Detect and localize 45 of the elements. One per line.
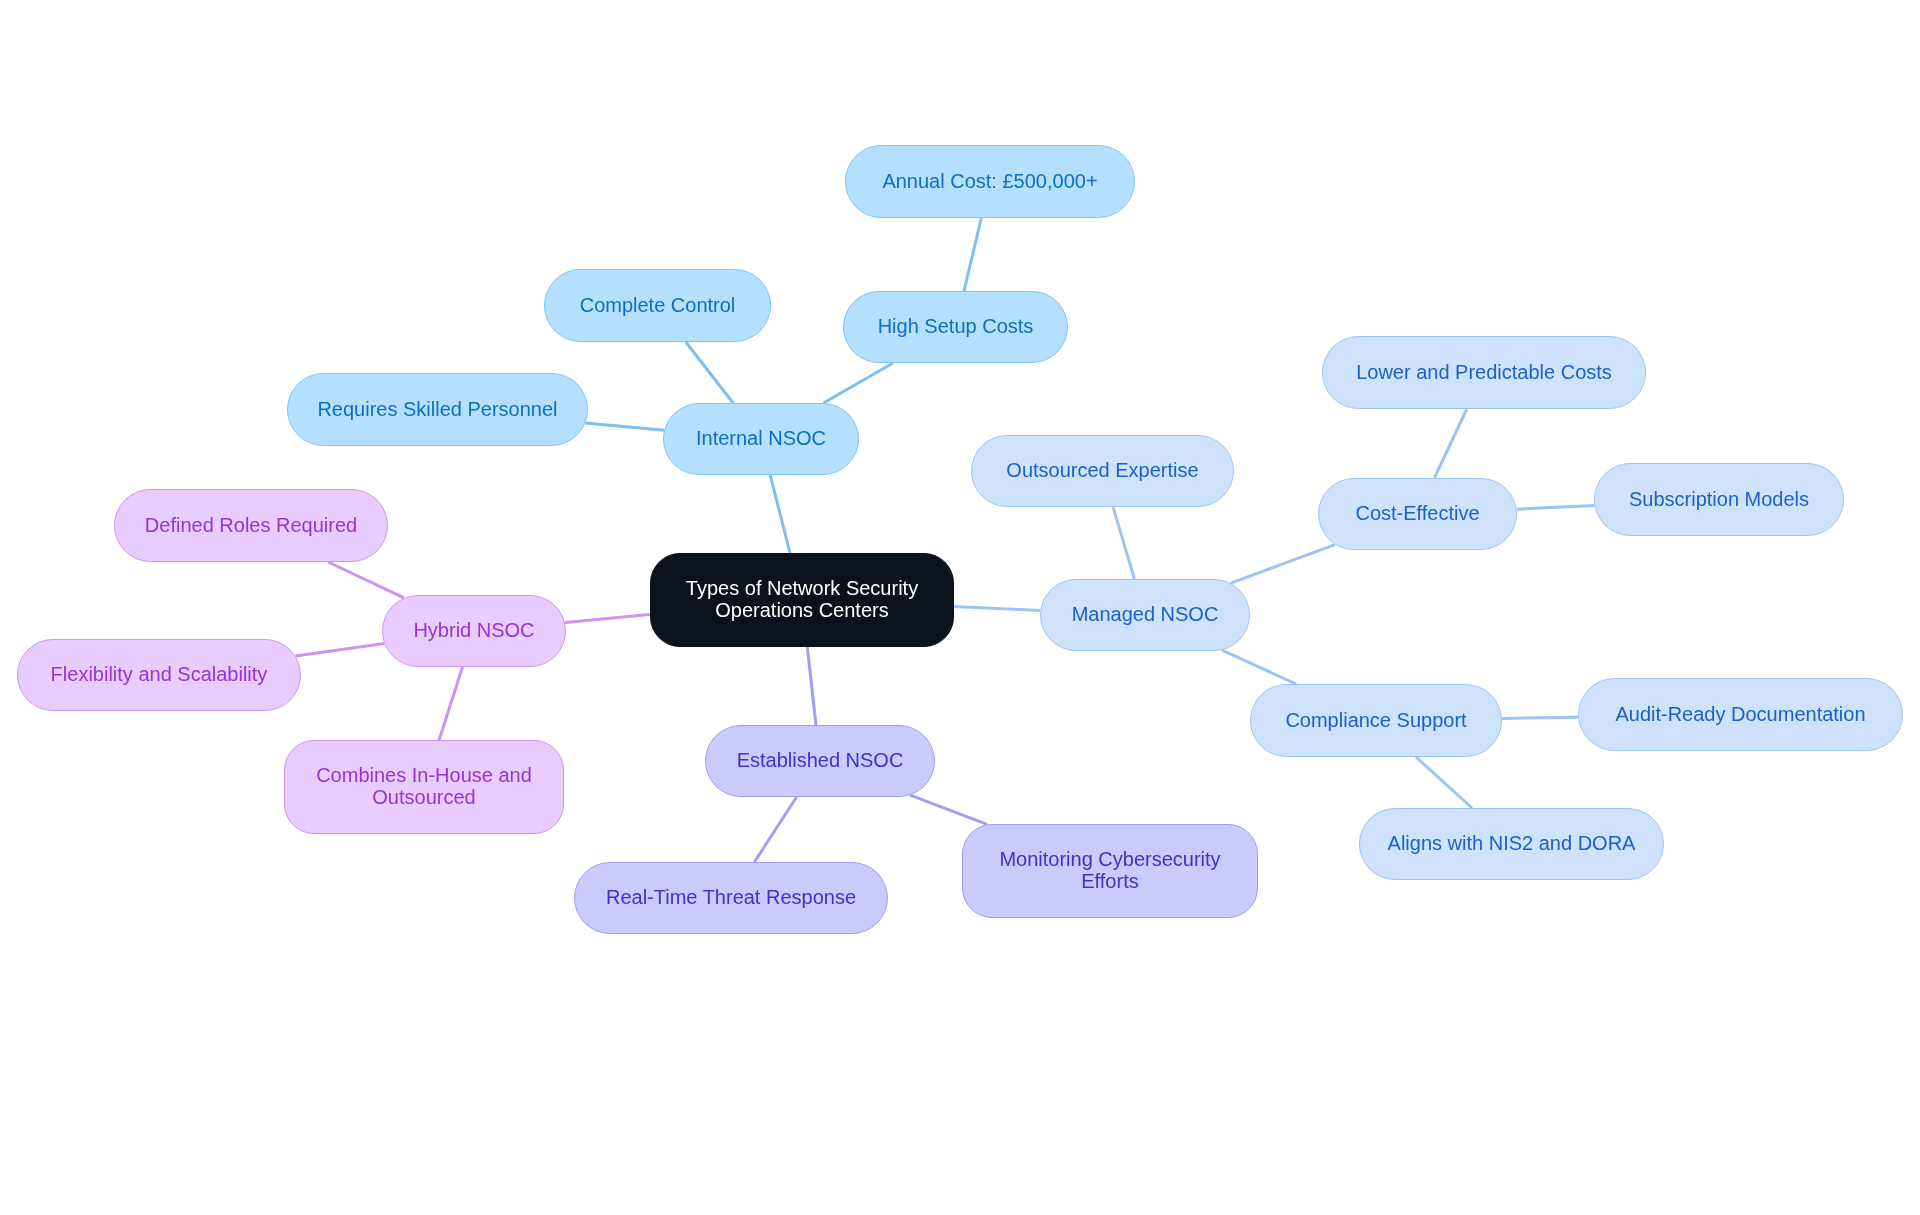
node-label: Outsourced Expertise	[1006, 460, 1199, 482]
connector-line	[1433, 408, 1469, 479]
central-topic	[650, 553, 954, 647]
connector-line	[753, 796, 798, 863]
node-label: High Setup Costs	[877, 316, 1034, 338]
connector-line	[437, 666, 464, 741]
connector-line	[564, 612, 651, 624]
connector-line	[585, 421, 665, 432]
node-label: Types of Network Security Operations Centers	[684, 578, 920, 622]
node-label: Cost-Effective	[1355, 503, 1480, 525]
node-label: Compliance Support	[1285, 709, 1467, 732]
connector-line	[327, 560, 405, 600]
node-label: Established NSOC	[736, 750, 904, 772]
connector-line	[909, 793, 988, 826]
node-label: Managed NSOC	[1071, 604, 1219, 626]
connector-line	[295, 642, 385, 658]
connector-line	[1501, 715, 1579, 720]
connector-line	[953, 605, 1041, 612]
connector-line	[1221, 648, 1297, 686]
node-label: Subscription Models	[1628, 488, 1810, 511]
node-label: Requires Skilled Personnel	[317, 398, 558, 421]
connector-line	[684, 341, 735, 404]
topic-pill	[17, 639, 301, 711]
connector-line	[1516, 504, 1595, 511]
connector-line	[1111, 506, 1136, 580]
node-label: Real-Time Threat Response	[605, 887, 857, 909]
connector-line	[768, 474, 792, 554]
node-label: Complete Control	[579, 294, 736, 317]
topic-pill	[284, 740, 564, 834]
topic-pill	[962, 824, 1258, 918]
node-label: Audit-Ready Documentation	[1615, 703, 1866, 726]
connector-line	[1415, 755, 1473, 810]
node-label: Monitoring Cybersecurity Efforts	[998, 849, 1222, 893]
node-label: Hybrid NSOC	[413, 620, 535, 642]
node-label: Lower and Predictable Costs	[1356, 361, 1612, 384]
node-label: Defined Roles Required	[144, 514, 358, 537]
node-label: Combines In-House and Outsourced	[315, 765, 533, 809]
connector-line	[822, 361, 894, 405]
connector-line	[1230, 543, 1336, 585]
connector-line	[962, 217, 983, 292]
node-label: Internal NSOC	[695, 428, 827, 450]
node-label: Annual Cost: £500,000+	[882, 170, 1098, 193]
node-label: Flexibility and Scalability	[50, 664, 268, 686]
connector-line	[805, 646, 818, 726]
node-label: Aligns with NIS2 and DORA	[1387, 833, 1636, 855]
